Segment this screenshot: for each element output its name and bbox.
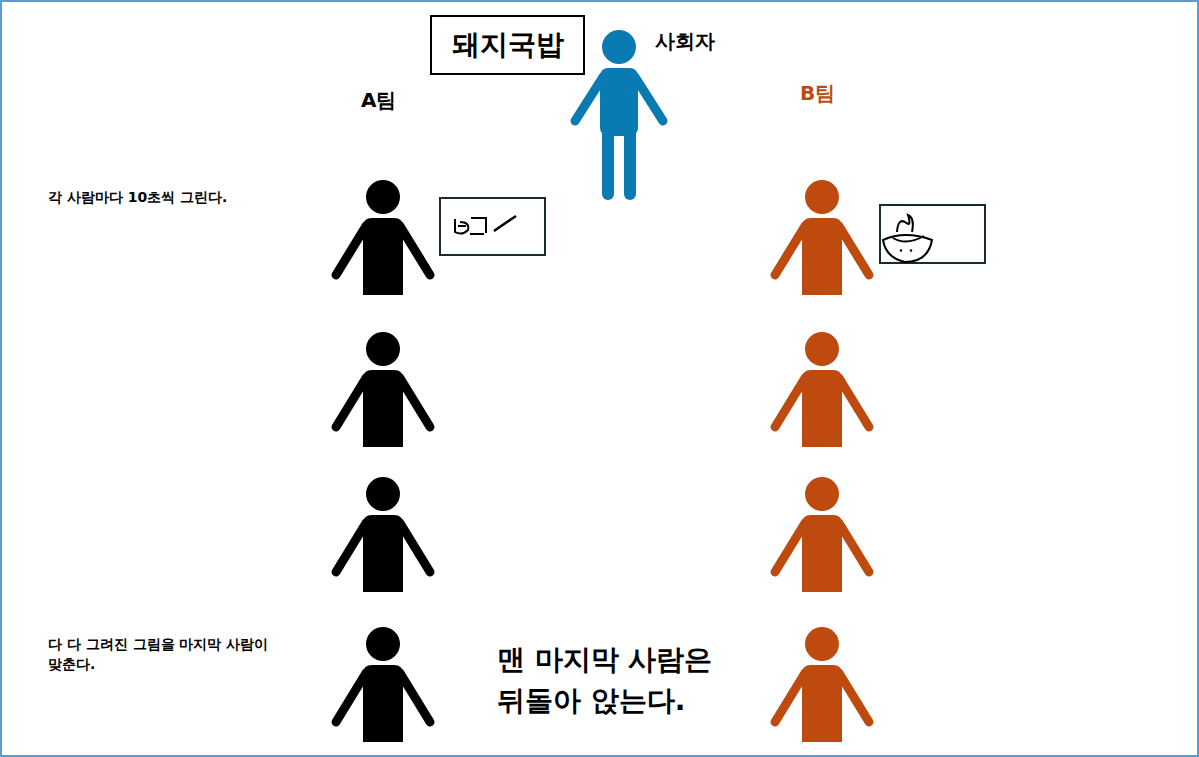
head [805, 180, 839, 214]
leg [624, 125, 636, 200]
person-figure [775, 627, 869, 742]
head [366, 477, 400, 511]
arm [400, 226, 430, 275]
rule-note: 각 사람마다 10초씩 그린다. [48, 187, 227, 207]
arm [839, 226, 869, 275]
arm [775, 673, 805, 722]
team-label: B팀 [800, 79, 835, 108]
arm [839, 378, 869, 427]
rule-note: 맨 마지막 사람은 뒤돌아 앉는다. [497, 640, 757, 721]
head [805, 627, 839, 661]
head [366, 180, 400, 214]
arm [336, 673, 366, 722]
person-figure [336, 477, 430, 592]
head [366, 627, 400, 661]
arm [400, 673, 430, 722]
scribble [494, 216, 516, 231]
title-box: 돼지국밥 [430, 15, 585, 75]
head [602, 30, 636, 64]
host-figure [575, 30, 663, 200]
arm [336, 523, 366, 572]
drawing-board-b [880, 205, 985, 263]
scribble [883, 235, 932, 262]
drawing-board [440, 198, 545, 255]
arm [635, 77, 663, 121]
person-figure [775, 477, 869, 592]
person-figure [336, 332, 430, 447]
arm [775, 226, 805, 275]
head [805, 477, 839, 511]
arm [400, 523, 430, 572]
title-text: 돼지국밥 [452, 30, 564, 61]
arm [336, 226, 366, 275]
rule-note: 다 다 그려진 그림을 마지막 사람이 맞춘다. [48, 634, 273, 675]
leg [602, 125, 614, 200]
arm [336, 378, 366, 427]
head [805, 332, 839, 366]
arm [839, 673, 869, 722]
arm [400, 378, 430, 427]
role-label: 사회자 [655, 27, 715, 56]
team-label: A팀 [361, 86, 396, 115]
person-figure [775, 332, 869, 447]
person-figure [336, 627, 430, 742]
head [366, 332, 400, 366]
person-figure [336, 180, 430, 295]
arm [839, 523, 869, 572]
arm [775, 378, 805, 427]
scribble [470, 218, 486, 234]
scribble [455, 219, 468, 234]
person-figure [775, 180, 869, 295]
arm [575, 77, 603, 121]
drawing-board-a [440, 198, 545, 255]
drawing-board [880, 205, 985, 263]
arm [775, 523, 805, 572]
scribble [893, 215, 924, 251]
